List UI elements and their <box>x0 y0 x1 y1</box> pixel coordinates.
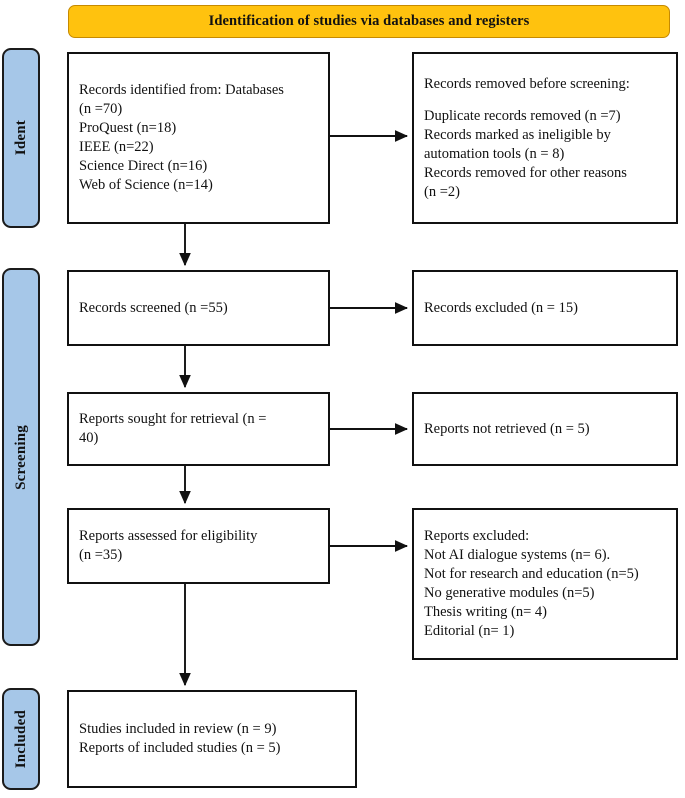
phase-label-screening-text: Screening <box>12 424 29 490</box>
text-line: Records identified from: Databases <box>79 82 284 99</box>
text-line: Duplicate records removed (n =7) <box>424 108 621 125</box>
text-line: Records screened (n =55) <box>79 299 228 316</box>
text-line: Thesis writing (n= 4) <box>424 603 547 620</box>
box-studies-included-in-review: Studies included in review (n = 9) Report… <box>67 690 357 788</box>
box-records-excluded: Records excluded (n = 15) <box>412 270 678 346</box>
box-records-screened: Records screened (n =55) <box>67 270 330 346</box>
text-line: Reports sought for retrieval (n = <box>79 411 267 428</box>
box-reports-excluded-text: Reports excluded: Not AI dialogue systems… <box>414 527 676 640</box>
box-reports-excluded: Reports excluded: Not AI dialogue systems… <box>412 508 678 660</box>
box-records-identified: Records identified from: Databases (n =70… <box>67 52 330 224</box>
box-reports-assessed-text: Reports assessed for eligibility (n =35) <box>69 527 328 565</box>
text-line: Science Direct (n=16) <box>79 157 208 174</box>
text-line: Reports of included studies (n = 5) <box>79 740 281 756</box>
text-line: Reports assessed for eligibility <box>79 528 258 545</box>
box-reports-sought-for-retrieval: Reports sought for retrieval (n = 40) <box>67 392 330 466</box>
text-line: Studies included in review (n = 9) <box>79 721 277 738</box>
text-line: Not AI dialogue systems (n= 6). <box>424 547 611 564</box>
text-line: automation tools (n = 8) <box>424 145 565 162</box>
text-line: Records marked as ineligible by <box>424 127 611 144</box>
text-line: No generative modules (n=5) <box>424 585 595 601</box>
text-line: Records removed for other reasons <box>424 164 627 181</box>
text-line: ProQuest (n=18) <box>79 120 177 137</box>
box-reports-not-retrieved-text: Reports not retrieved (n = 5) <box>414 420 676 439</box>
phase-label-screening: Screening <box>2 268 40 646</box>
box-records-screened-text: Records screened (n =55) <box>69 299 328 318</box>
text-line: Web of Science (n=14) <box>79 176 213 193</box>
box-reports-assessed-for-eligibility: Reports assessed for eligibility (n =35) <box>67 508 330 584</box>
box-studies-included-text: Studies included in review (n = 9) Report… <box>69 720 355 758</box>
text-line: (n =35) <box>79 547 123 563</box>
identification-banner: Identification of studies via databases … <box>68 5 670 38</box>
text-line: IEEE (n=22) <box>79 139 154 155</box>
box-records-excluded-text: Records excluded (n = 15) <box>414 299 676 318</box>
text-line: (n =2) <box>424 183 460 200</box>
box-reports-sought-text: Reports sought for retrieval (n = 40) <box>69 410 328 448</box>
text-line: Editorial (n= 1) <box>424 622 515 639</box>
phase-label-identification-text: Ident <box>12 120 29 156</box>
text-line: Records excluded (n = 15) <box>424 299 578 316</box>
identification-banner-label: Identification of studies via databases … <box>208 13 530 29</box>
phase-label-included: Included <box>2 688 40 790</box>
box-records-identified-text: Records identified from: Databases (n =70… <box>69 81 328 194</box>
box-records-removed-text: Records removed before screening: Duplica… <box>414 75 676 202</box>
text-line: Not for research and education (n=5) <box>424 566 639 583</box>
text-line: Records removed before screening: <box>424 75 630 92</box>
phase-label-included-text: Included <box>12 709 29 769</box>
text-line: Reports not retrieved (n = 5) <box>424 420 590 437</box>
text-line <box>424 93 666 107</box>
box-reports-not-retrieved: Reports not retrieved (n = 5) <box>412 392 678 466</box>
text-line: Reports excluded: <box>424 528 530 545</box>
text-line: 40) <box>79 430 99 446</box>
box-records-removed-before-screening: Records removed before screening: Duplica… <box>412 52 678 224</box>
text-line: (n =70) <box>79 101 123 118</box>
phase-label-identification: Ident <box>2 48 40 228</box>
